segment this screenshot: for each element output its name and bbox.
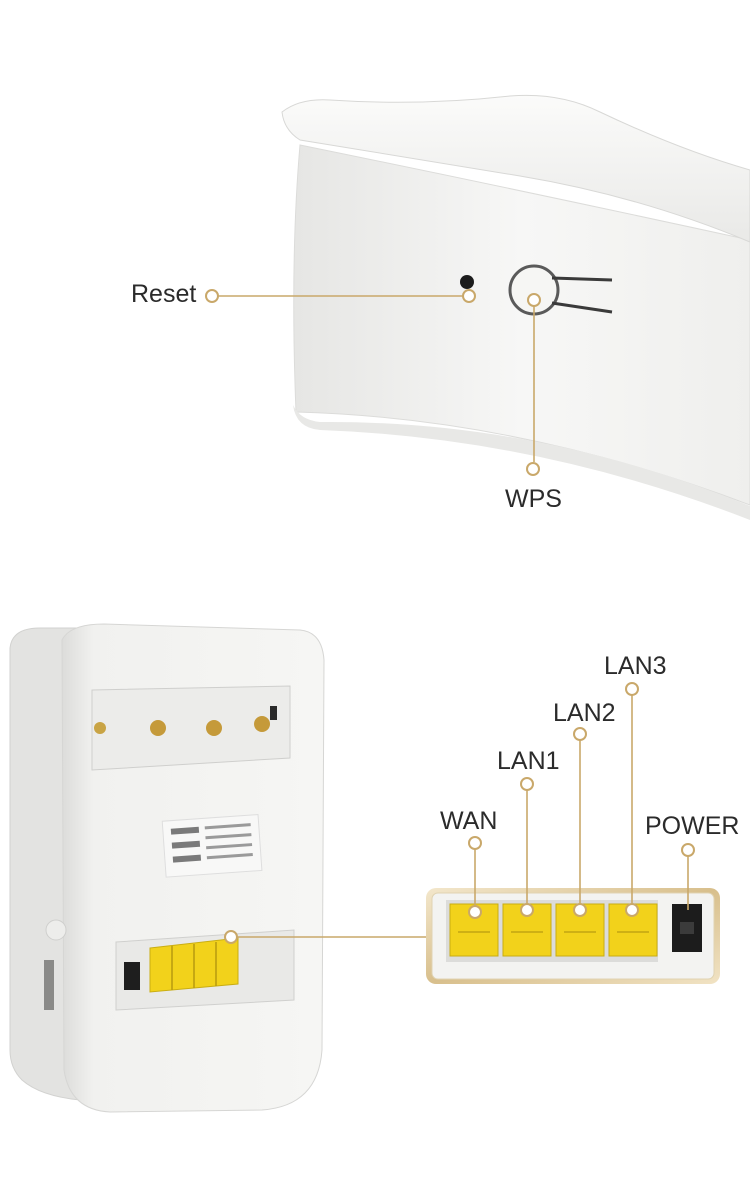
power-callout-line bbox=[681, 843, 695, 910]
port-panel bbox=[426, 888, 720, 984]
reset-callout-line bbox=[205, 289, 476, 303]
lan1-callout-line bbox=[520, 777, 534, 917]
wps-callout-line bbox=[526, 293, 541, 476]
router-side-closeup bbox=[281, 94, 750, 520]
power-label: POWER bbox=[645, 812, 740, 840]
lan3-label: LAN3 bbox=[604, 652, 667, 680]
panel-connector-line bbox=[224, 930, 426, 944]
lan3-callout-line bbox=[625, 682, 639, 917]
wan-callout-line bbox=[468, 836, 482, 919]
reset-label: Reset bbox=[131, 280, 197, 308]
wan-label: WAN bbox=[440, 807, 498, 835]
lan1-label: LAN1 bbox=[497, 747, 560, 775]
lan2-label: LAN2 bbox=[553, 699, 616, 727]
wps-label: WPS bbox=[505, 485, 562, 513]
lan2-callout-line bbox=[573, 727, 587, 917]
router-back-view bbox=[9, 623, 325, 1113]
